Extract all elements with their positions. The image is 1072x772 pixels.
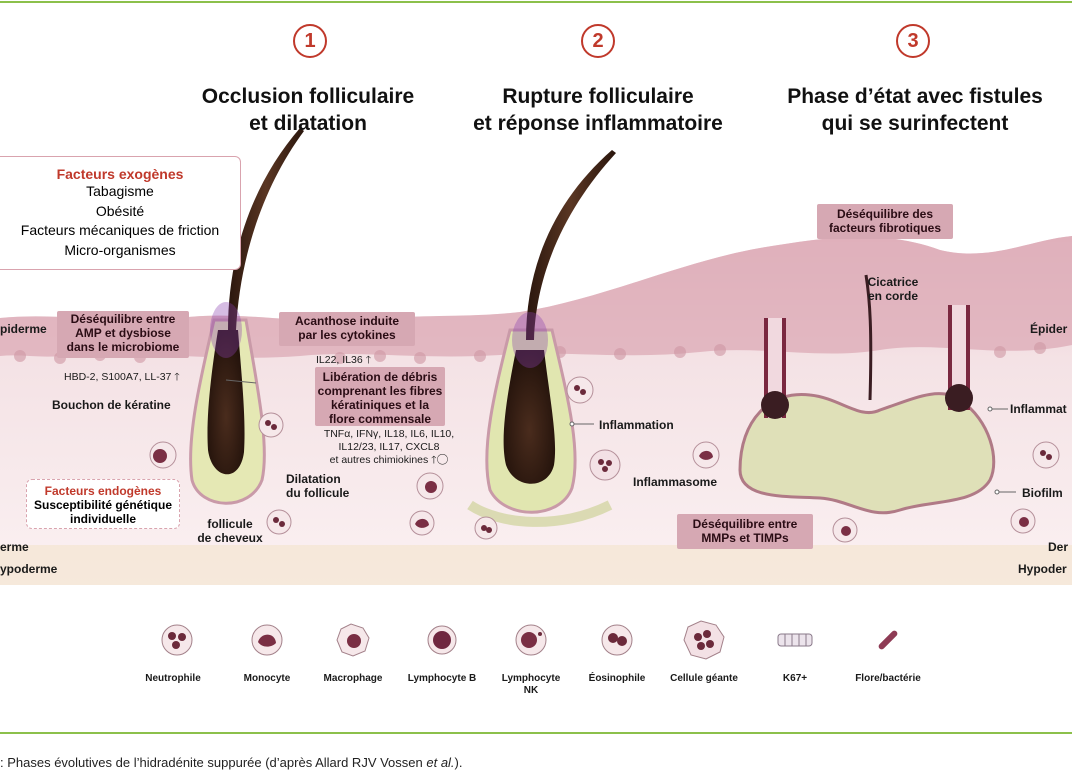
exogenous-item: Obésité: [95, 202, 145, 219]
cord-scar-label: Cicatrice en corde: [867, 275, 919, 303]
follicle-1: [189, 128, 304, 505]
keratin-plug-label: Bouchon de kératine: [52, 398, 171, 412]
exogenous-title: Facteurs exogènes: [56, 166, 184, 182]
eosinophil-icon: [601, 624, 633, 656]
inflammation-label-2: Inflammation: [599, 418, 674, 432]
monocyte-icon: [251, 624, 283, 656]
fibrotic-factors-box: Déséquilibre des facteurs fibrotiques: [817, 204, 953, 239]
epidermis-band: [0, 236, 1072, 358]
legend-label-lymphocyte-b: Lymphocyte B: [407, 673, 477, 684]
cytokine-list: TNFα, IFNγ, IL18, IL6, IL10, IL12/23, IL…: [323, 428, 455, 466]
exogenous-item: Micro-organismes: [64, 241, 176, 258]
exogenous-item: Facteurs mécaniques de friction: [20, 222, 220, 238]
epidermis-label-left: piderme: [0, 322, 47, 336]
caption-suffix: ).: [454, 755, 463, 770]
debris-release-box: Libération de débris comprenant les fibr…: [315, 367, 445, 426]
acanthosis-box: Acanthose induite par les cytokines: [279, 312, 415, 346]
amp-dysbiosis-box: Déséquilibre entre AMP et dysbiose dans …: [57, 311, 189, 358]
sinus-tract: [738, 274, 996, 515]
hypodermis-band: [0, 545, 1072, 585]
legend-label-giant-cell: Cellule géante: [670, 673, 738, 684]
connector-lines: [225, 379, 1016, 495]
neutrophil-icon: [161, 624, 193, 656]
biofilm-label: Biofilm: [1022, 486, 1063, 500]
dermis-label-right: Der: [1048, 540, 1069, 554]
mmp-timp-box: Déséquilibre entre MMPs et TIMPs: [677, 514, 813, 549]
hbd-markers: HBD-2, S100A7, LL-37 🡑: [64, 371, 180, 383]
macrophage-icon: [336, 623, 370, 657]
phase-3-title: Phase d’état avec fistules qui se surinf…: [787, 85, 1043, 135]
legend-label-monocyte: Monocyte: [243, 673, 291, 684]
endogenous-factors-box: Facteurs endogènes Susceptibilité généti…: [26, 479, 180, 529]
phase-3-number: 3: [896, 24, 930, 58]
il22-il36-label: IL22, IL36 🡑: [316, 354, 372, 366]
caption-italic: et al.: [426, 755, 455, 770]
dermis-label-left: erme: [0, 540, 29, 554]
follicle-dilation-label: Dilatation du follicule: [286, 472, 350, 500]
hair-follicle-label: follicule de cheveux: [197, 517, 263, 545]
exogenous-item: Tabagisme: [86, 183, 154, 199]
epidermis-label-right: Épider: [1030, 322, 1068, 336]
hypodermis-label-right: Hypoder: [1018, 562, 1067, 576]
k67-icon: [777, 633, 813, 647]
legend-label-eosinophil: Éosinophile: [588, 673, 646, 684]
exogenous-factors-box: Facteurs exogènes Tabagisme Obésité Fact…: [0, 156, 241, 270]
lymphocyte-nk-icon: [515, 624, 547, 656]
inflammation-label-3: Inflammat: [1010, 402, 1067, 416]
legend-label-neutrophil: Neutrophile: [145, 673, 201, 684]
bacteria-icon: [878, 630, 898, 650]
legend-label-k67: K67+: [782, 673, 808, 684]
follicle-2: [467, 150, 616, 527]
phase-1-title: Occlusion folliculaire et dilatation: [201, 85, 415, 135]
rete-ridges: [14, 342, 1046, 364]
legend-label-macrophage: Macrophage: [323, 673, 383, 684]
legend-label-lymphocyte-nk: Lymphocyte NK: [501, 673, 561, 696]
figure-caption: : Phases évolutives de l’hidradénite sup…: [0, 755, 463, 770]
phase-2-number: 2: [581, 24, 615, 58]
phase-2-title: Rupture folliculaire et réponse inflamma…: [473, 85, 723, 135]
caption-prefix: : Phases évolutives de l’hidradénite sup…: [0, 755, 427, 770]
inflammasome-label: Inflammasome: [633, 475, 718, 489]
dermal-cells: [149, 376, 1060, 543]
legend-label-bacteria: Flore/bactérie: [855, 673, 921, 684]
endogenous-text: Susceptibilité génétique individuelle: [33, 498, 173, 526]
hypodermis-label-left: ypoderme: [0, 562, 58, 576]
phase-1-number: 1: [293, 24, 327, 58]
legend-icons: [161, 620, 898, 660]
endogenous-title: Facteurs endogènes: [44, 484, 162, 498]
giant-cell-icon: [683, 620, 725, 660]
lymphocyte-b-icon: [427, 625, 457, 655]
